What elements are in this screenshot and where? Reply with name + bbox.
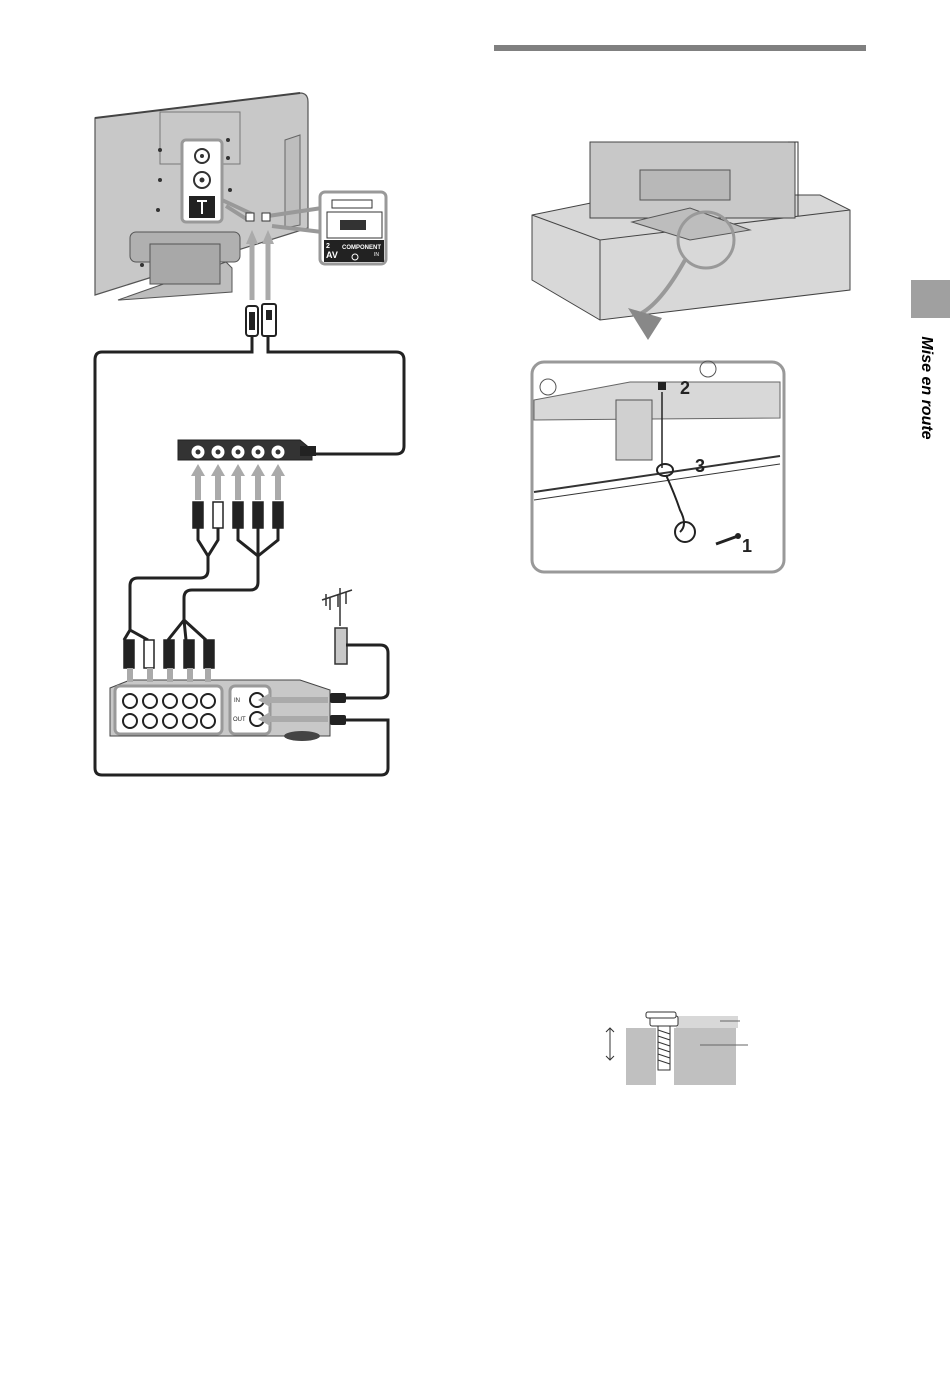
antenna-icon <box>322 588 352 664</box>
av-selector-box <box>178 440 316 460</box>
section-rule <box>494 45 866 51</box>
vcr-in-label: IN <box>234 698 240 704</box>
antenna-plug-and-hdmi-plug <box>246 304 276 336</box>
tv-input-panel: 2 AV COMPONENT IN <box>320 192 386 264</box>
tv-on-stand-illustration <box>520 130 860 360</box>
tv-antenna-jack-panel <box>182 140 222 222</box>
vcr-out-label: OUT <box>233 717 246 723</box>
callout-3: 3 <box>695 456 705 476</box>
connection-diagram: 2 AV COMPONENT IN <box>0 0 480 800</box>
securing-detail-illustration: 2 3 1 <box>530 360 788 576</box>
av-label: AV <box>326 250 338 260</box>
callout-2: 2 <box>680 378 690 398</box>
component-sub-label: IN <box>374 252 379 258</box>
section-tab-label: Mise en route <box>896 328 950 448</box>
section-tab-text: Mise en route <box>917 336 935 439</box>
callout-1: 1 <box>742 536 752 556</box>
component-label: COMPONENT <box>342 245 381 251</box>
recorder-device: IN OUT <box>110 680 330 741</box>
rca-plugs-upper <box>193 502 283 528</box>
av-number-label: 2 <box>326 243 330 250</box>
rca-plugs-lower <box>124 640 214 668</box>
screw-cross-section-diagram <box>600 1010 755 1085</box>
section-tab-marker <box>911 280 950 318</box>
